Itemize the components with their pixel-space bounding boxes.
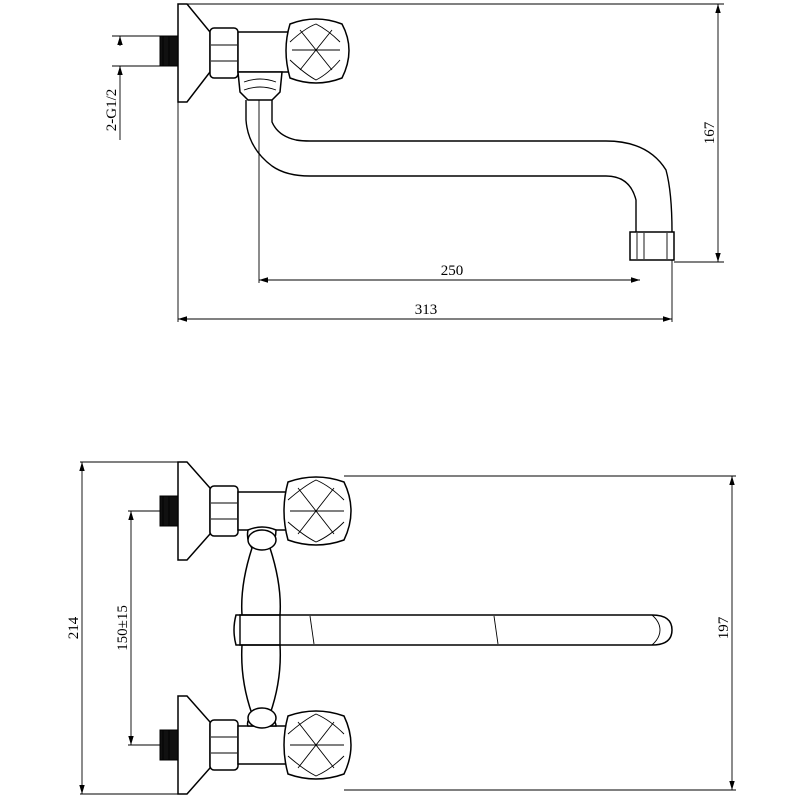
spout-reach-label: 250 [441, 263, 464, 279]
front-view: 214 150±15 197 [66, 461, 736, 795]
top-view: 2-G1/2 250 313 167 [104, 3, 724, 322]
faucet-handle [285, 18, 350, 84]
dim-overall-length: 313 [178, 302, 672, 322]
valve-body [237, 31, 291, 73]
dim-thread: 2-G1/2 [104, 36, 123, 140]
upper-valve [159, 461, 352, 561]
dim-overall-height: 214 [66, 462, 85, 794]
dim-handle-span: 197 [716, 476, 735, 790]
spout [245, 100, 673, 233]
dim-center-distance: 150±15 [115, 511, 134, 745]
swivel-collar [237, 71, 283, 101]
height-label: 167 [702, 121, 718, 144]
center-distance-label: 150±15 [115, 605, 131, 651]
overall-height-label: 214 [66, 616, 82, 639]
front-spout [233, 614, 673, 646]
overall-length-label: 313 [415, 302, 438, 318]
lower-valve [159, 695, 352, 795]
dim-height: 167 [702, 4, 721, 262]
handle-span-label: 197 [716, 616, 732, 639]
wall-flange [177, 3, 211, 103]
hex-nut [209, 27, 239, 79]
thread-label: 2-G1/2 [104, 89, 120, 132]
aerator [629, 231, 675, 261]
dim-spout-reach: 250 [259, 263, 640, 283]
